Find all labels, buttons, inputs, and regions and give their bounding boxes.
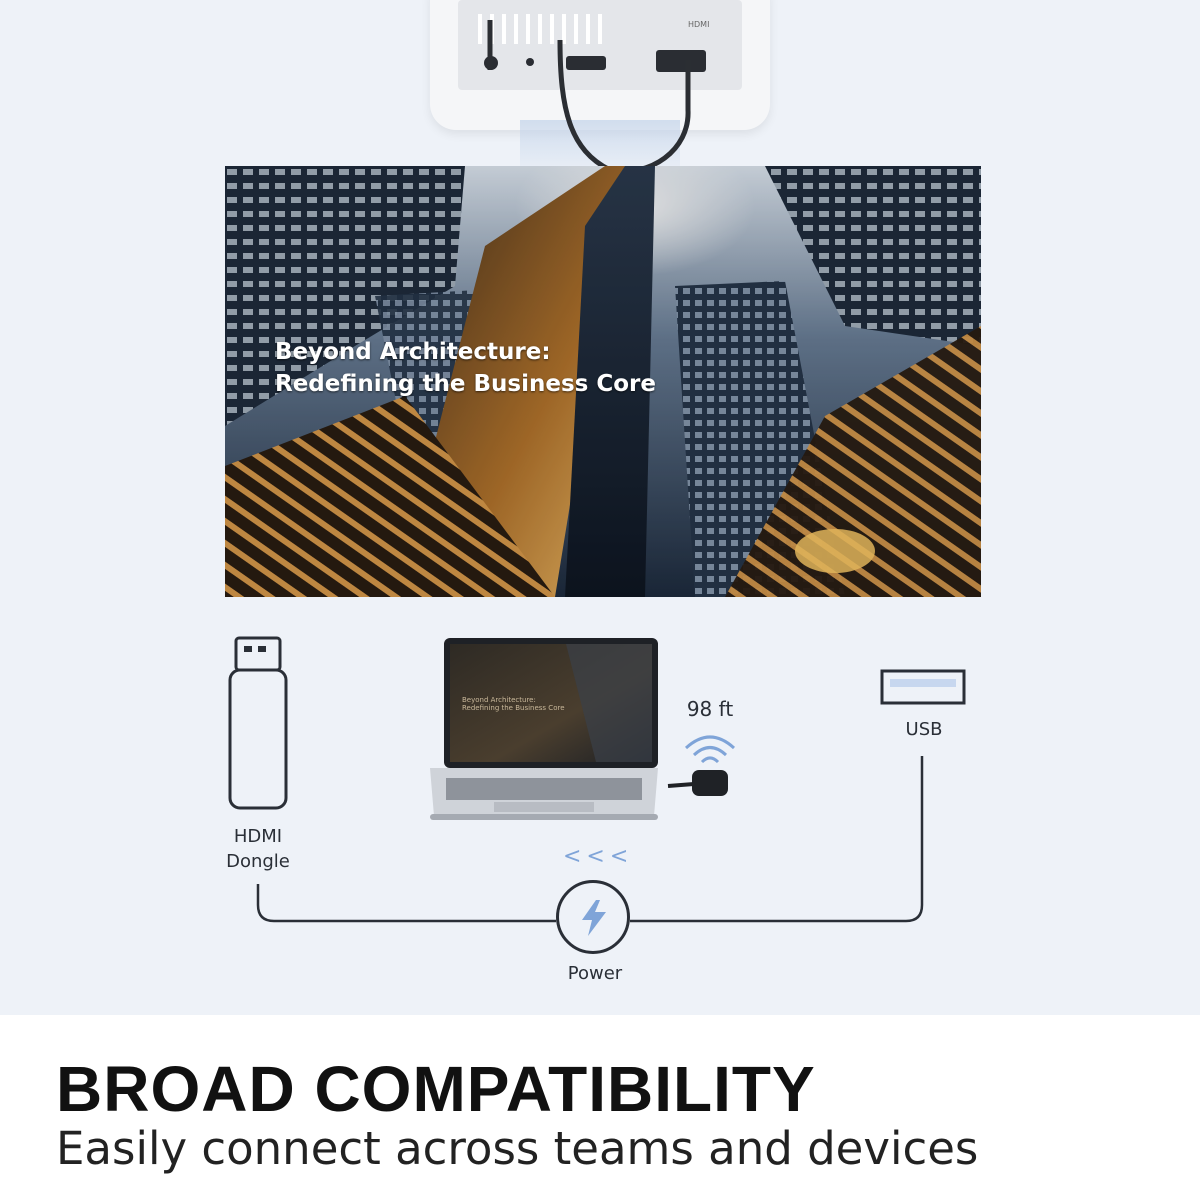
lightning-icon <box>582 900 606 936</box>
subline: Easily connect across teams and devices <box>56 1122 979 1175</box>
power-button <box>556 880 630 954</box>
projector-port-label: HDMI <box>688 20 710 29</box>
projector-hdmi-port <box>656 50 706 72</box>
screen-title-line1: Beyond Architecture: <box>275 339 551 365</box>
laptop-icon: Beyond Architecture: Redefining the Busi… <box>430 638 658 820</box>
projector-vga-port <box>566 56 606 70</box>
wireless-transmitter-icon <box>667 770 728 796</box>
projector-image: HDMI <box>430 0 770 130</box>
direction-arrows: <<< <box>563 844 634 869</box>
projector-rear-panel: HDMI <box>458 0 742 90</box>
hdmi-dongle-icon <box>228 636 288 810</box>
usb-port-icon <box>880 669 966 705</box>
screen-title: Beyond Architecture: Redefining the Busi… <box>275 336 656 400</box>
power-label: Power <box>567 963 623 984</box>
screen-title-line2: Redefining the Business Core <box>275 371 656 397</box>
hdmi-dongle-label: HDMI Dongle <box>226 826 290 872</box>
wireless-range-label: 98 ft <box>686 697 734 721</box>
usb-label: USB <box>905 719 943 740</box>
city-skyscrapers-image <box>225 166 981 597</box>
wifi-icon <box>684 735 736 764</box>
svg-text:Beyond Architecture:: Beyond Architecture: <box>462 696 536 704</box>
footer <box>0 1015 1200 1200</box>
headline: BROAD COMPATIBILITY <box>56 1053 816 1125</box>
projector-audio-port <box>526 58 534 66</box>
power-wires <box>256 756 924 923</box>
projected-screen: Beyond Architecture: Redefining the Busi… <box>225 166 981 597</box>
svg-text:Redefining the Business Core: Redefining the Business Core <box>462 704 565 712</box>
illustration-area: HDMI <box>0 0 1200 1015</box>
